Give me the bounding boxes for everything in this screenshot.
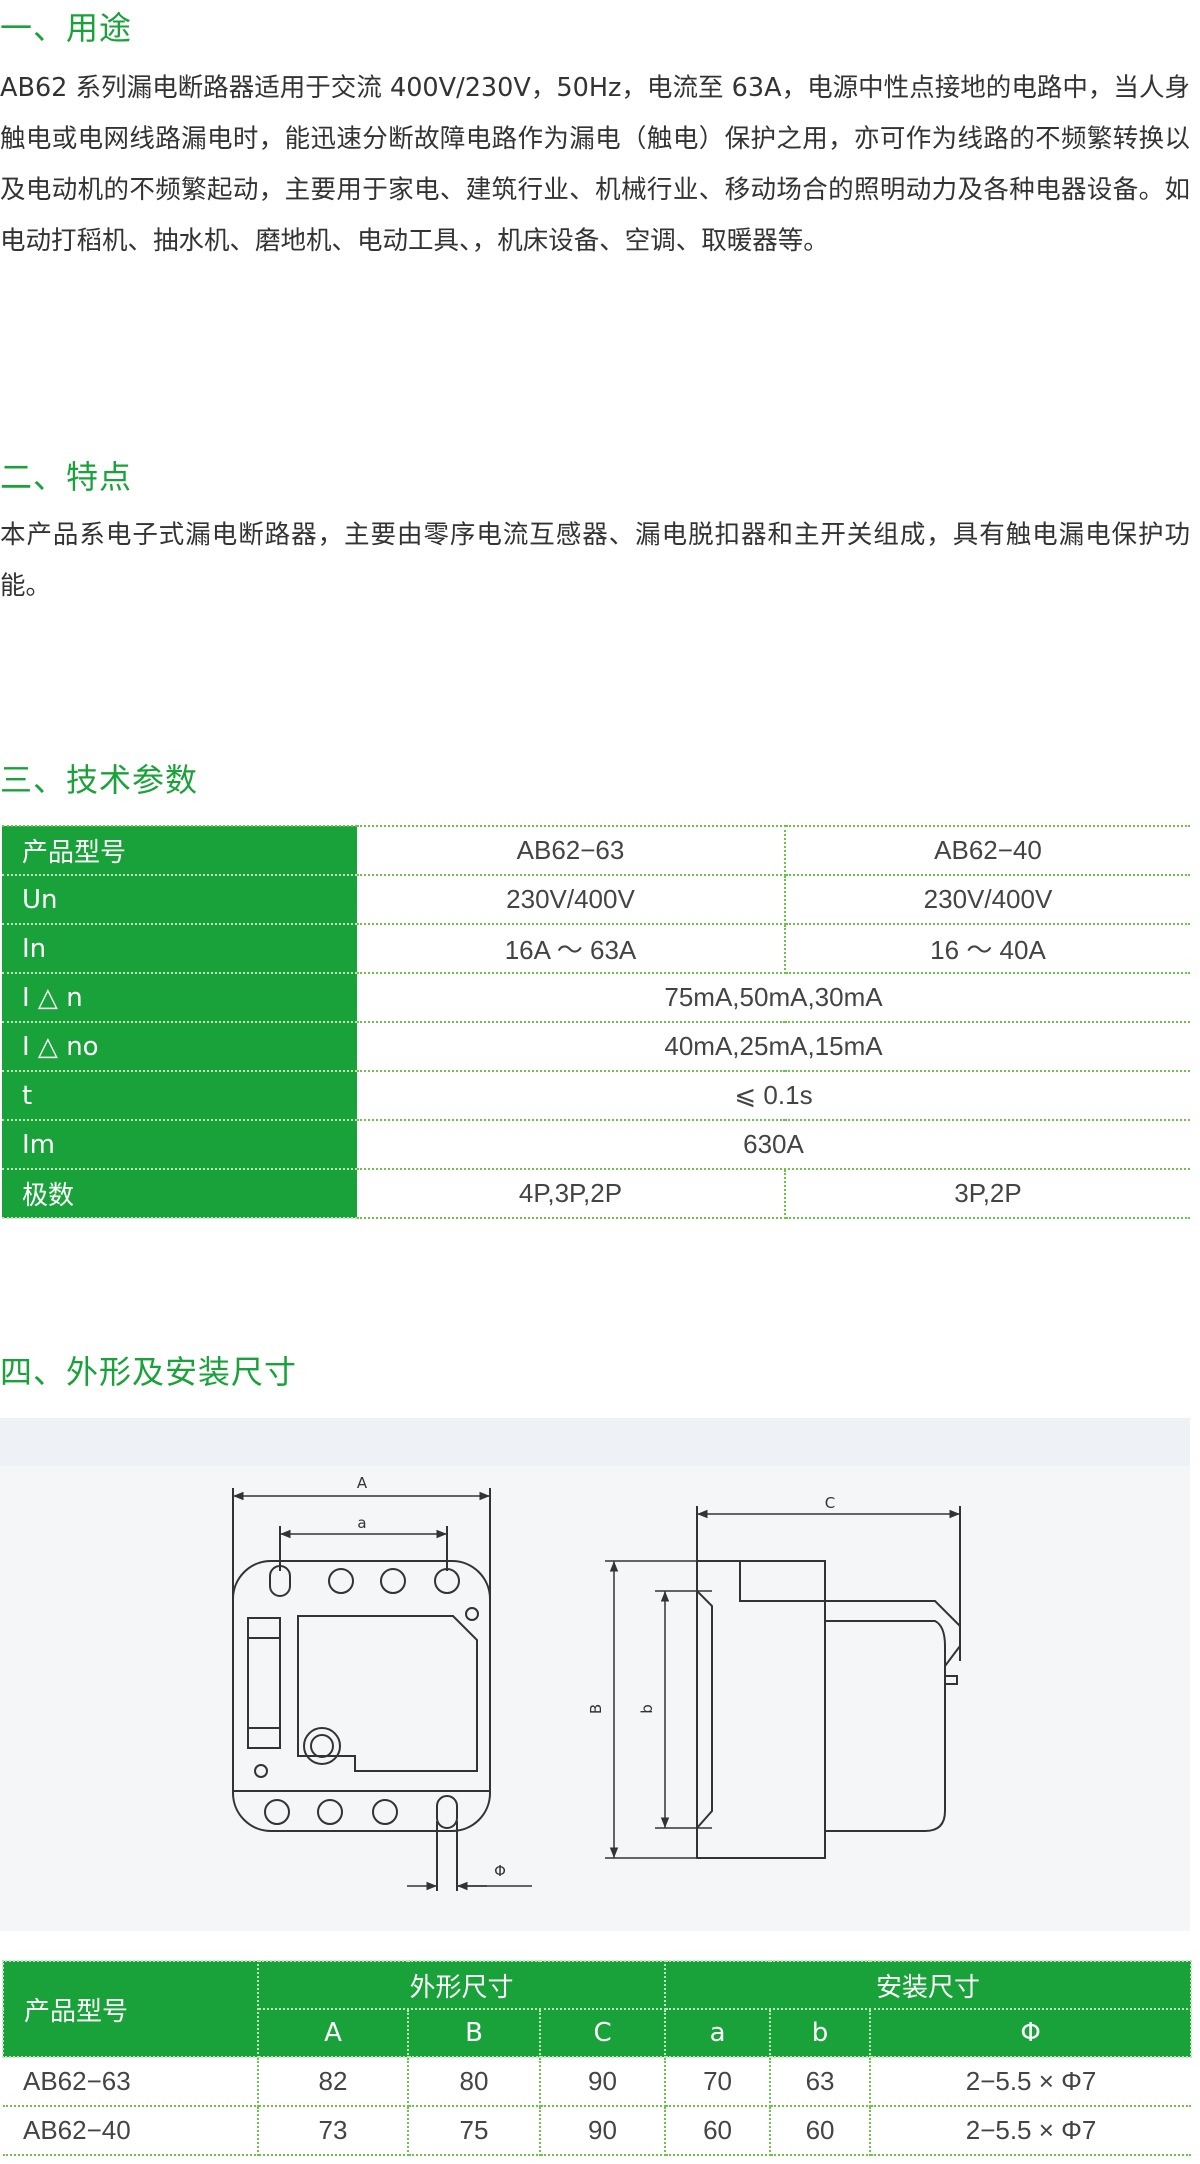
dims-model-cell: AB62−40 xyxy=(3,2106,259,2156)
table-row: AB62−63 82 80 90 70 63 2−5.5 × Φ7 xyxy=(3,2057,1192,2107)
section-title-usage: 一、用途 xyxy=(0,9,133,47)
dims-cell: 2−5.5 × Φ7 xyxy=(870,2057,1192,2107)
dims-cell: 82 xyxy=(258,2057,409,2107)
dims-cell: 90 xyxy=(540,2057,667,2107)
section-title-dimensions: 四、外形及安装尺寸 xyxy=(0,1353,298,1391)
dims-cell: 90 xyxy=(540,2106,667,2156)
dims-model-cell: AB62−63 xyxy=(3,2057,259,2107)
dims-cell: 63 xyxy=(770,2057,872,2107)
spec-label: 产品型号 xyxy=(2,825,357,876)
spec-cell: 3P,2P xyxy=(785,1169,1190,1219)
front-view xyxy=(232,1488,491,1891)
spec-label: Un xyxy=(2,875,357,925)
dims-header-row-subs: A B C a b Φ xyxy=(3,2008,1193,2058)
spec-cell: ⩽ 0.1s xyxy=(357,1071,1190,1121)
usage-paragraph: AB62 系列漏电断路器适用于交流 400V/230V，50Hz，电流至 63A… xyxy=(0,73,1190,256)
dims-header-row-groups: 产品型号 外形尺寸 安装尺寸 xyxy=(2,1960,1193,2058)
dim-label-B: B xyxy=(587,1704,605,1714)
features-paragraph: 本产品系电子式漏电断路器，主要由零序电流互感器、漏电脱扣器和主开关组成，具有触电… xyxy=(0,520,1190,601)
dims-cell: 70 xyxy=(665,2057,772,2107)
spec-label: I △ no xyxy=(2,1022,357,1072)
section-title-features: 二、特点 xyxy=(0,458,133,496)
spec-cell: 16 ～ 40A xyxy=(785,924,1190,974)
dims-subheader-b: b xyxy=(769,2008,872,2058)
dims-subheader-B: B xyxy=(407,2008,541,2058)
dims-subheader-a: a xyxy=(664,2008,772,2058)
spec-cell: 40mA,25mA,15mA xyxy=(357,1022,1190,1072)
dims-subheader-phi: Φ xyxy=(869,2008,1193,2058)
dims-cell: 60 xyxy=(665,2106,772,2156)
spec-row-un: Un 230V/400V 230V/400V xyxy=(2,875,1190,925)
spec-label: Im xyxy=(2,1120,357,1170)
dims-cell: 75 xyxy=(408,2106,541,2156)
spec-row-poles: 极数 4P,3P,2P 3P,2P xyxy=(2,1169,1190,1219)
spec-table: 产品型号 AB62−63 AB62−40 Un 230V/400V 230V/4… xyxy=(2,825,1190,1219)
spec-label: t xyxy=(2,1071,357,1121)
dims-subheader-C: C xyxy=(538,2008,667,2058)
dims-cell: 2−5.5 × Φ7 xyxy=(870,2106,1192,2156)
dim-label-phi: Φ xyxy=(494,1862,506,1880)
dim-label-b: b xyxy=(638,1704,656,1714)
table-row: AB62−40 73 75 90 60 60 2−5.5 × Φ7 xyxy=(3,2106,1192,2156)
spec-cell: AB62−63 xyxy=(357,825,786,876)
dims-header-install: 安装尺寸 xyxy=(664,1960,1193,2010)
section-title-params: 三、技术参数 xyxy=(0,761,199,799)
spec-cell: AB62−40 xyxy=(785,825,1190,876)
dims-header-outline: 外形尺寸 xyxy=(256,1960,667,2010)
drawing-header-band xyxy=(0,1418,1190,1466)
spec-row-im: Im 630A xyxy=(2,1120,1190,1170)
dims-cell: 60 xyxy=(770,2106,872,2156)
spec-label: 极数 xyxy=(2,1169,357,1219)
spec-cell: 630A xyxy=(357,1120,1190,1170)
dims-cell: 73 xyxy=(258,2106,409,2156)
spec-cell: 75mA,50mA,30mA xyxy=(357,973,1190,1023)
dim-label-C: C xyxy=(825,1494,835,1512)
dims-table: 产品型号 外形尺寸 安装尺寸 A B C a b Φ AB62−63 82 80… xyxy=(2,1960,1193,2156)
outline-drawing: A a Φ C B b xyxy=(0,1466,1190,1931)
spec-cell: 230V/400V xyxy=(785,875,1190,925)
spec-cell: 16A ～ 63A xyxy=(357,924,786,974)
spec-row-in: In 16A ～ 63A 16 ～ 40A xyxy=(2,924,1190,974)
spec-label: I △ n xyxy=(2,973,357,1023)
spec-row-idno: I △ no 40mA,25mA,15mA xyxy=(2,1022,1190,1072)
spec-cell: 230V/400V xyxy=(357,875,786,925)
spec-row-model: 产品型号 AB62−63 AB62−40 xyxy=(2,825,1190,876)
spec-row-idn: I △ n 75mA,50mA,30mA xyxy=(2,973,1190,1023)
dims-cell: 80 xyxy=(408,2057,541,2107)
dim-label-A: A xyxy=(357,1474,368,1492)
dims-subheader-A: A xyxy=(257,2008,409,2058)
spec-cell: 4P,3P,2P xyxy=(357,1169,786,1219)
side-view xyxy=(605,1506,961,1859)
dim-label-a: a xyxy=(357,1514,366,1532)
dims-header-model: 产品型号 xyxy=(2,1960,259,2058)
spec-label: In xyxy=(2,924,357,974)
outline-drawing-svg: A a Φ C B b xyxy=(232,1474,961,1891)
spec-row-t: t ⩽ 0.1s xyxy=(2,1071,1190,1121)
